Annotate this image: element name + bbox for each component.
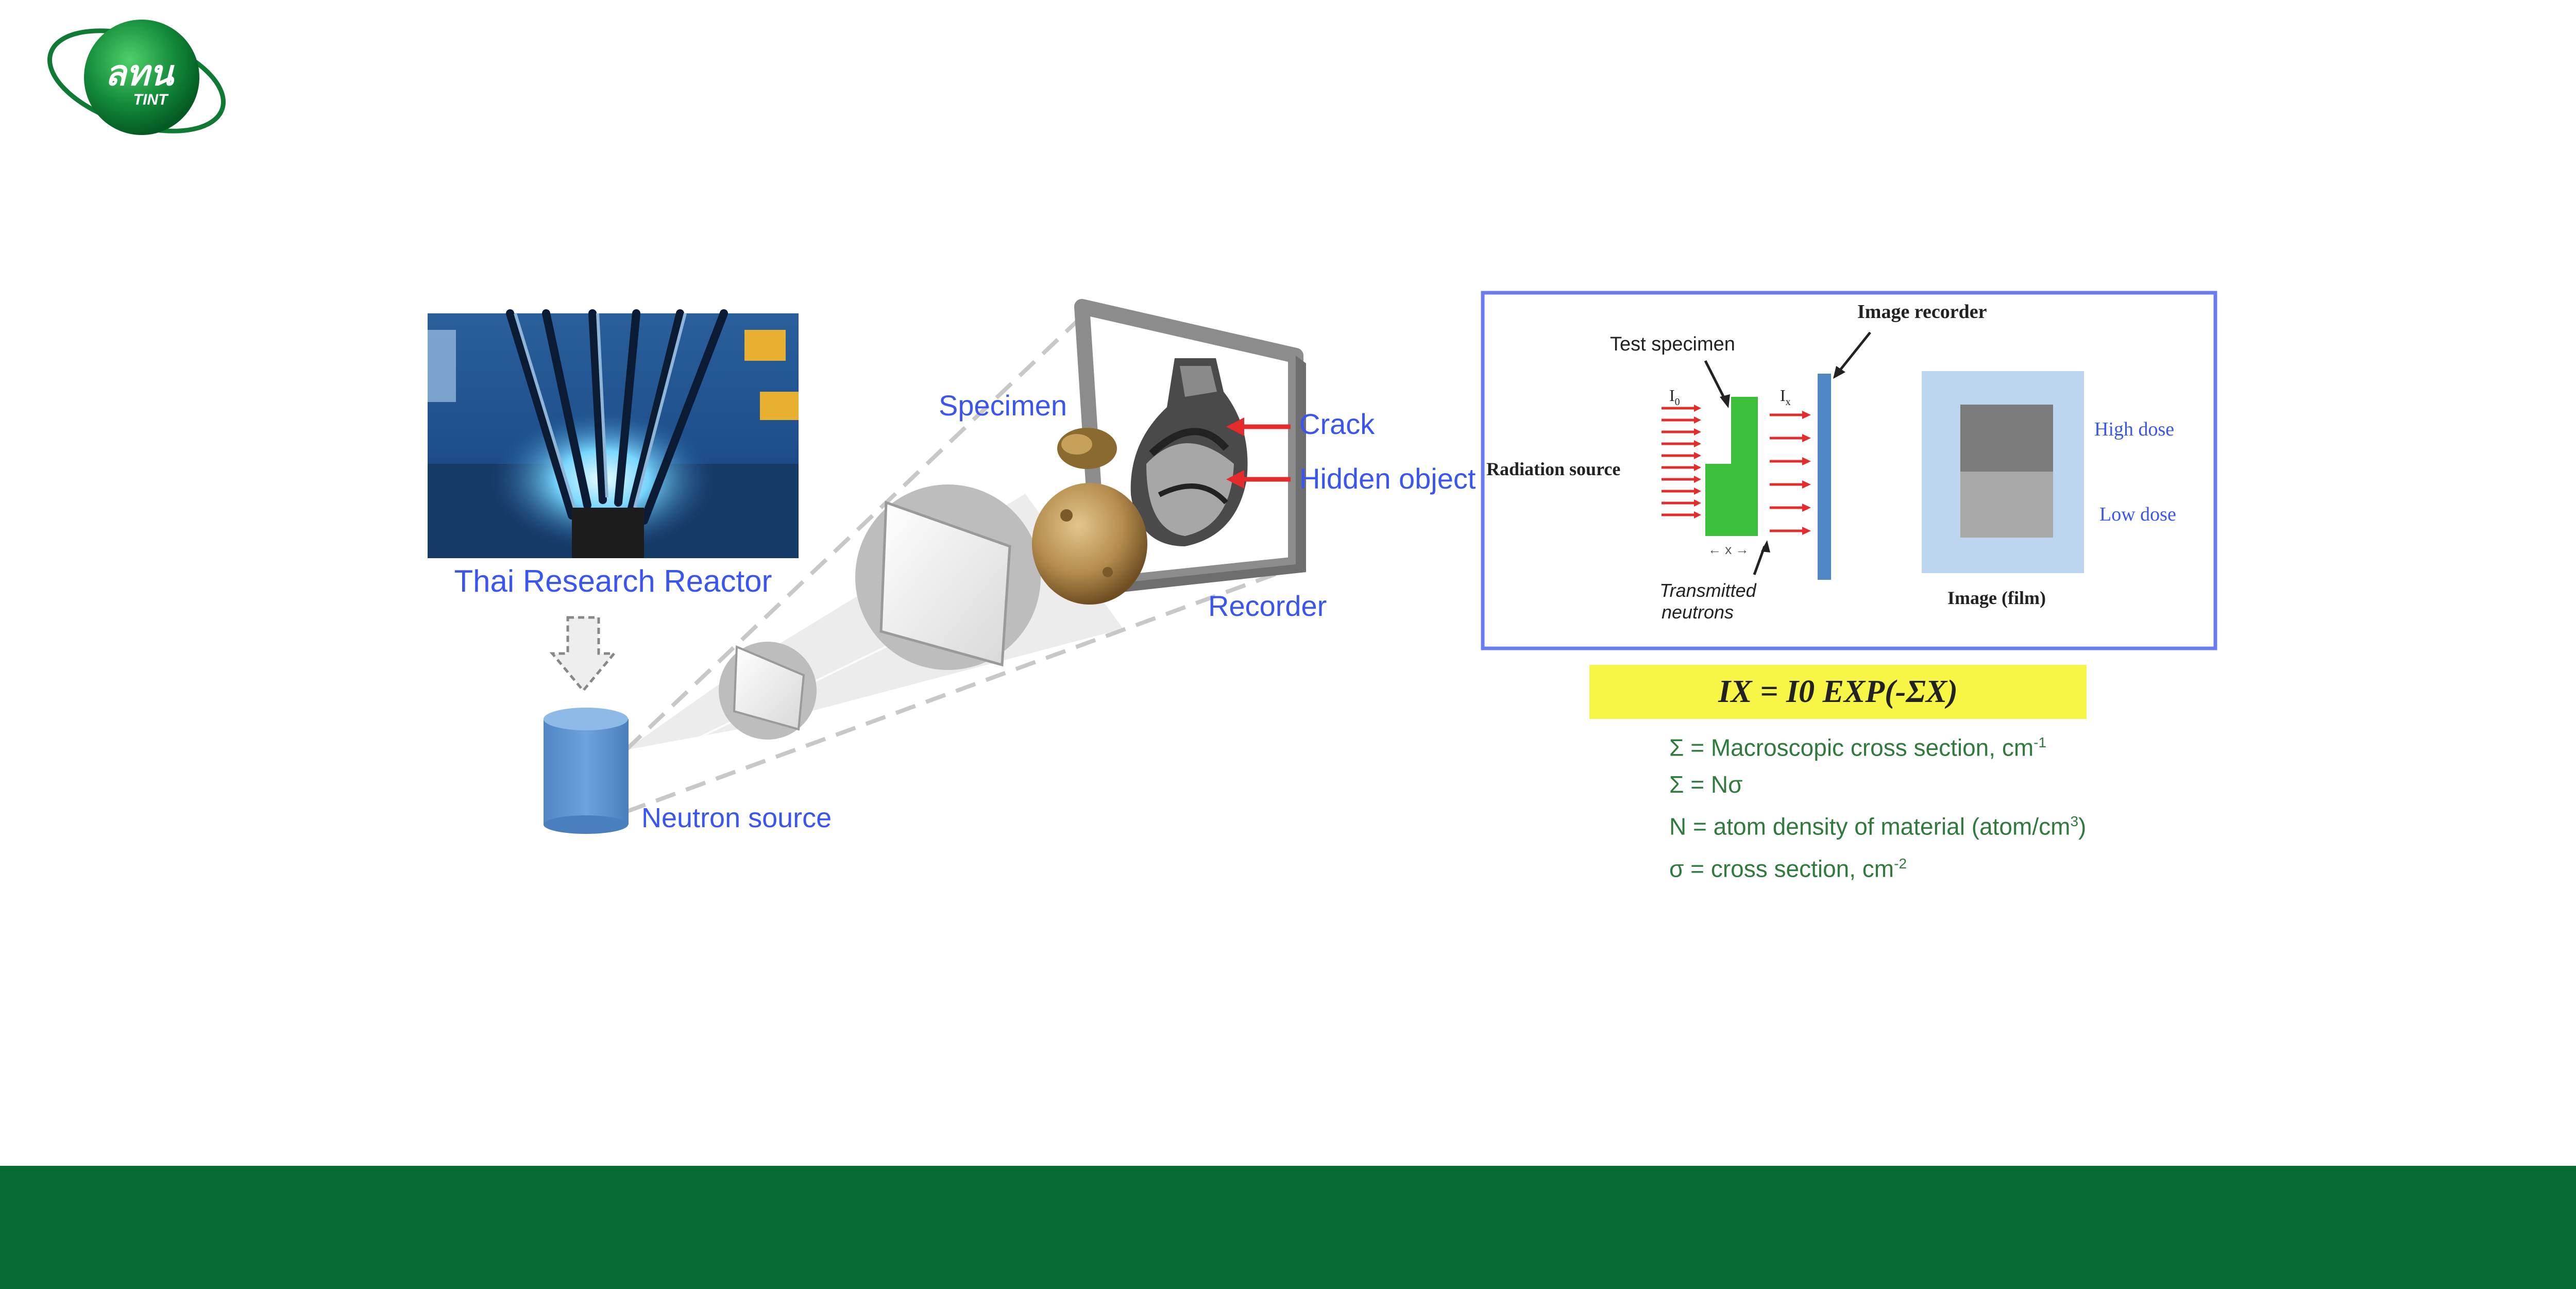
reactor-photo xyxy=(428,309,799,558)
x-dimension-marker: ← x → xyxy=(1708,542,1749,557)
principle-frame xyxy=(1481,291,2217,650)
low-dose-region xyxy=(1960,472,2053,538)
low-dose-label: Low dose xyxy=(2099,504,2176,525)
beam-cross-section-large xyxy=(855,484,1041,670)
image-film-label: Image (film) xyxy=(1947,588,2046,608)
radiation-source-label: Radiation source xyxy=(1486,459,1620,479)
neutron-radiography-setup: Thai Research Reactor Specimen Crack Hid… xyxy=(428,299,1476,834)
formula-legend: Σ = Macroscopic cross section, cm-1 Σ = … xyxy=(1669,724,2086,887)
transmitted-label-line2: neutrons xyxy=(1662,601,1734,623)
radiograph-image xyxy=(1130,358,1248,546)
formula-box: IX = I0 EXP(-ΣX) xyxy=(1589,665,2087,719)
image-recorder-label: Image recorder xyxy=(1857,301,1987,323)
test-specimen-label: Test specimen xyxy=(1610,333,1735,355)
reactor-caption: Thai Research Reactor xyxy=(454,564,772,598)
logo-tint-text: TINT xyxy=(133,91,169,108)
neutron-source-cylinder xyxy=(544,708,629,834)
image-recorder-plate xyxy=(1818,374,1831,580)
beam-cross-section-small xyxy=(719,642,817,740)
crack-label: Crack xyxy=(1299,408,1375,440)
incident-neutron-arrows xyxy=(1662,407,1695,516)
neutron-source-label: Neutron source xyxy=(641,802,832,833)
logo-thai-text: ลทน xyxy=(105,54,175,93)
down-arrow-icon xyxy=(549,616,617,693)
legend-line-cross-section: σ = cross section, cm-2 xyxy=(1669,855,1907,882)
attenuation-formula: IX = I0 EXP(-ΣX) xyxy=(1718,674,1958,709)
attenuation-principle-diagram: Image recorder Test specimen Radiation s… xyxy=(1481,291,2217,650)
high-dose-region xyxy=(1960,405,2053,472)
high-dose-label: High dose xyxy=(2094,418,2174,440)
specimen-label: Specimen xyxy=(939,389,1067,422)
test-specimen-block xyxy=(1705,397,1758,536)
transmitted-label-line1: Transmitted xyxy=(1659,580,1756,601)
legend-line-macroscopic: Σ = Macroscopic cross section, cm-1 xyxy=(1669,734,2047,761)
recorder-label: Recorder xyxy=(1208,590,1327,622)
specimen-object xyxy=(1032,428,1147,605)
i0-label: I0 xyxy=(1669,386,1680,408)
tint-logo: ลทน TINT xyxy=(47,20,226,135)
transmitted-neutron-arrows xyxy=(1770,413,1803,532)
footer-bar xyxy=(0,1166,2576,1289)
crack-arrow-icon xyxy=(1226,417,1291,436)
legend-line-sigma: Σ = Nσ xyxy=(1669,771,1743,798)
ix-label: Ix xyxy=(1780,386,1791,408)
legend-line-atom-density: N = atom density of material (atom/cm3) xyxy=(1669,813,2087,840)
hidden-object-arrow-icon xyxy=(1226,470,1291,489)
hidden-object-label: Hidden object xyxy=(1299,462,1476,495)
